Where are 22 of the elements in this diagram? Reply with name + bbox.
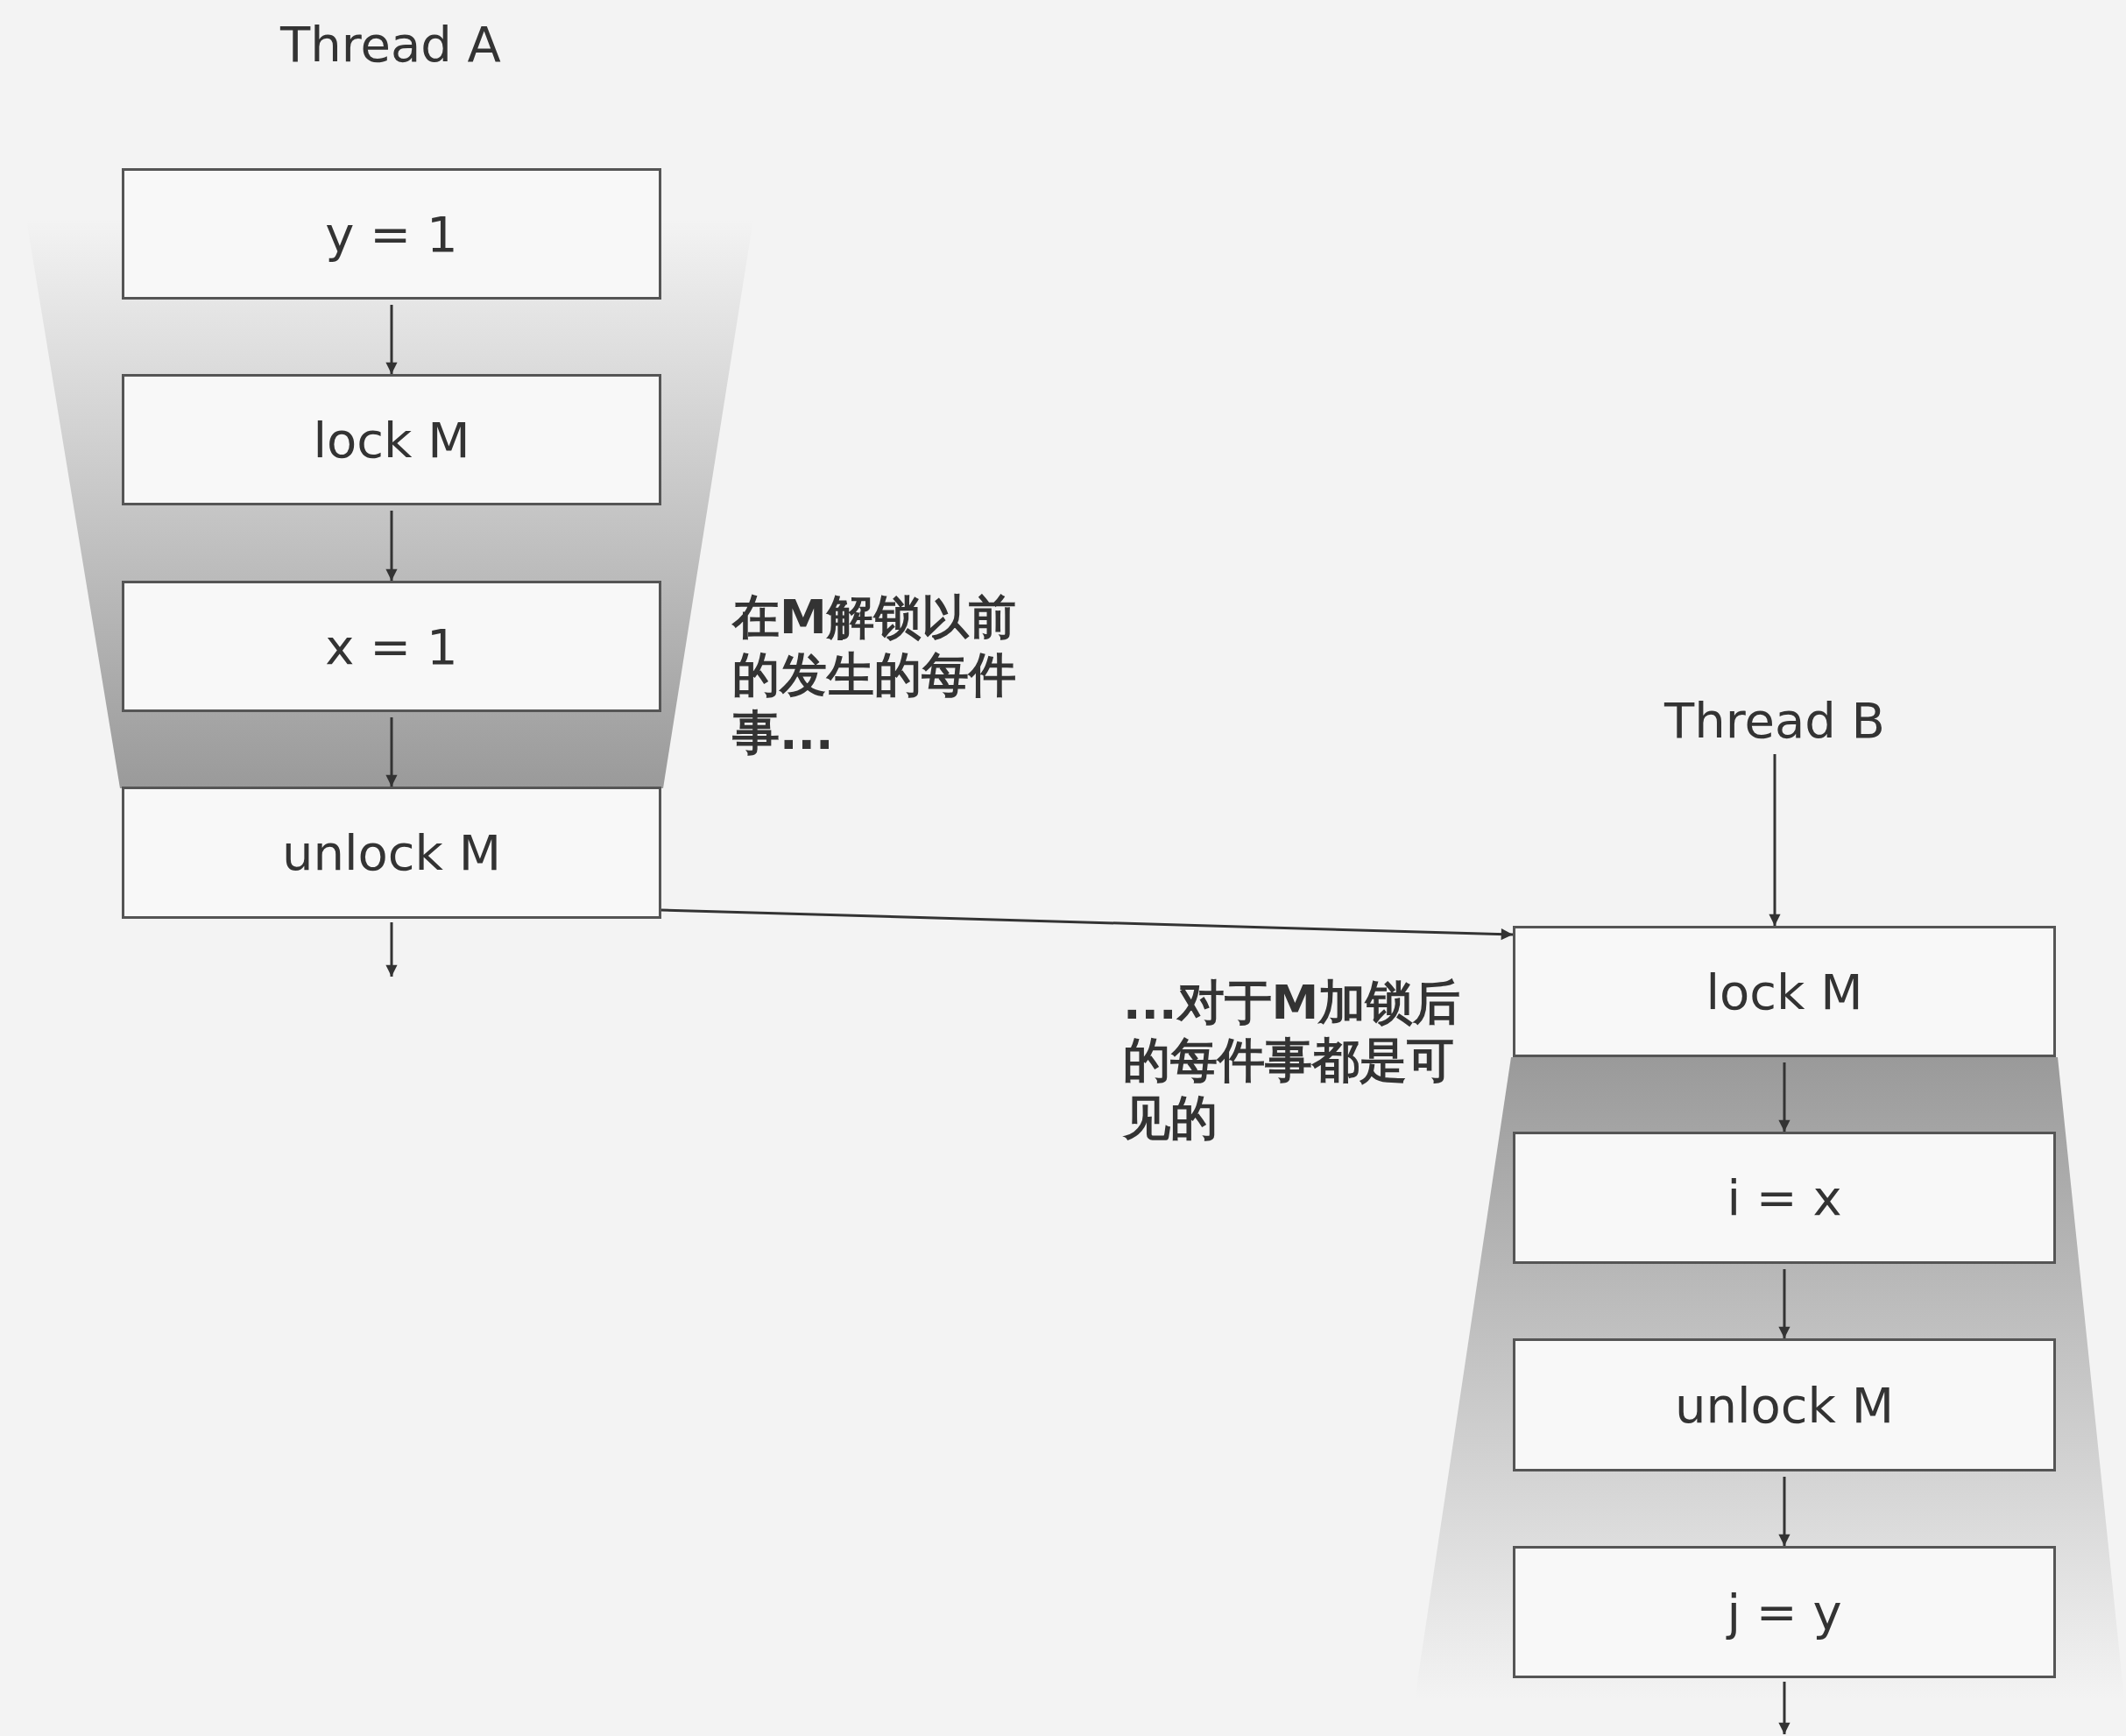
- arrow: [385, 511, 398, 581]
- arrow: [660, 908, 1514, 941]
- thread-label: Thread B: [1664, 692, 1886, 749]
- process-box: x = 1: [122, 581, 661, 712]
- annotation-text: ...对于M加锁后的每件事都是可见的: [1123, 974, 1462, 1147]
- process-box: i = x: [1513, 1132, 2056, 1264]
- thread-label: Thread A: [280, 16, 501, 73]
- arrow: [1769, 754, 1781, 926]
- arrow: [1778, 1682, 1791, 1734]
- arrow: [385, 922, 398, 977]
- arrow: [1778, 1477, 1791, 1546]
- arrow: [1778, 1062, 1791, 1132]
- process-box: y = 1: [122, 168, 661, 300]
- process-box: unlock M: [1513, 1338, 2056, 1471]
- process-box: j = y: [1513, 1546, 2056, 1678]
- process-box: lock M: [1513, 926, 2056, 1057]
- process-box: lock M: [122, 374, 661, 505]
- arrow: [1778, 1269, 1791, 1338]
- arrow: [385, 305, 398, 374]
- process-box: unlock M: [122, 787, 661, 919]
- arrow: [385, 717, 398, 787]
- annotation-text: 在M解锁以前的发生的每件事...: [732, 589, 1017, 762]
